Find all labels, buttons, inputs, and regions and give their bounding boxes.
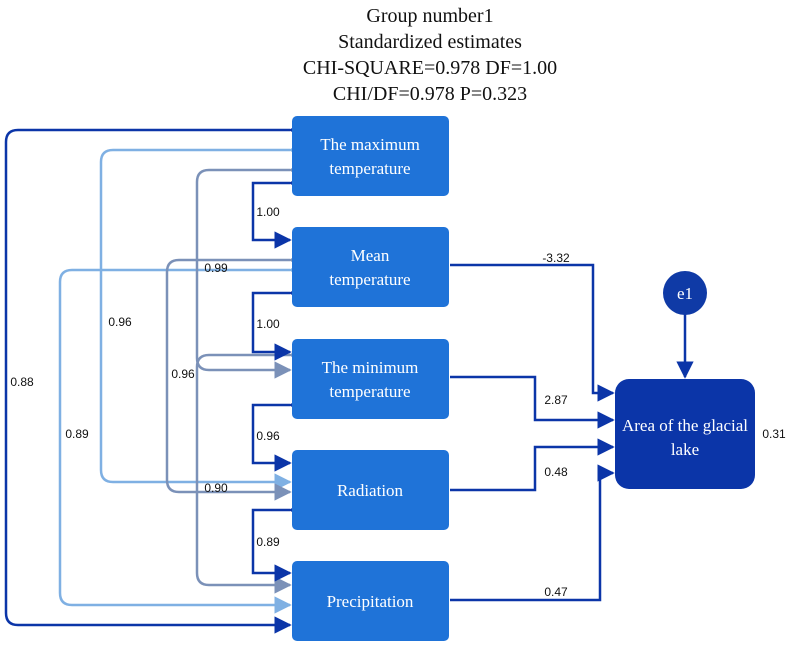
label-r-squared: 0.31 (762, 427, 786, 441)
header-line-2: Standardized estimates (338, 31, 522, 53)
cov-max-radiation (99, 141, 306, 491)
node-mean-temperature-line2: temperature (329, 270, 410, 289)
header-line-4: CHI/DF=0.978 P=0.323 (333, 83, 527, 105)
cov-mean-precip (58, 261, 306, 614)
cov-max-min (195, 161, 306, 379)
label-mean-precip: 0.89 (65, 427, 89, 441)
node-glacial-lake-area: Area of the glacial lake (615, 379, 755, 489)
node-max-temperature-line2: temperature (329, 159, 410, 178)
node-precipitation: Precipitation (292, 561, 449, 641)
cov-min-precip (195, 346, 306, 594)
node-mean-temperature: Mean temperature (292, 227, 449, 307)
node-min-temperature-line2: temperature (329, 382, 410, 401)
node-mean-temperature-line1: Mean (351, 246, 390, 265)
node-precipitation-line1: Precipitation (327, 592, 414, 611)
node-radiation: Radiation (292, 450, 449, 530)
label-min-radiation: 0.96 (256, 429, 280, 443)
node-max-temperature-line1: The maximum (320, 135, 420, 154)
cov-max-mean (251, 174, 306, 249)
label-path-min: 2.87 (544, 393, 568, 407)
label-max-radiation: 0.96 (108, 315, 132, 329)
node-glacial-line2: lake (671, 440, 699, 459)
node-min-temperature: The minimum temperature (292, 339, 449, 419)
label-mean-radiation: 0.99 (204, 261, 228, 275)
node-error-e1: e1 (663, 271, 707, 315)
node-glacial-line1: Area of the glacial (622, 416, 748, 435)
header-line-3: CHI-SQUARE=0.978 DF=1.00 (303, 57, 557, 79)
path-radiation-to-area (450, 438, 615, 492)
label-min-precip: 0.90 (204, 481, 228, 495)
label-radiation-precip: 0.89 (256, 535, 280, 549)
node-min-temperature-line1: The minimum (322, 358, 419, 377)
path-mean-to-area (450, 263, 615, 402)
cov-mean-radiation (165, 251, 306, 501)
label-path-radiation: 0.48 (544, 465, 568, 479)
header-line-1: Group number1 (366, 5, 493, 27)
label-max-mean: 1.00 (256, 205, 280, 219)
cov-mean-min (251, 284, 306, 361)
path-precip-to-area (450, 464, 615, 602)
label-outer-096: 0.96 (171, 367, 195, 381)
node-max-temperature: The maximum temperature (292, 116, 449, 196)
label-max-precip: 0.88 (10, 375, 34, 389)
cov-radiation-precip (251, 501, 306, 582)
cov-min-radiation (251, 396, 306, 472)
label-path-mean: -3.32 (542, 251, 570, 265)
label-mean-min: 1.00 (256, 317, 280, 331)
node-radiation-line1: Radiation (337, 481, 404, 500)
cov-max-precip (4, 121, 306, 634)
label-path-precip: 0.47 (544, 585, 568, 599)
path-min-to-area (450, 375, 615, 429)
node-error-label: e1 (677, 284, 693, 303)
